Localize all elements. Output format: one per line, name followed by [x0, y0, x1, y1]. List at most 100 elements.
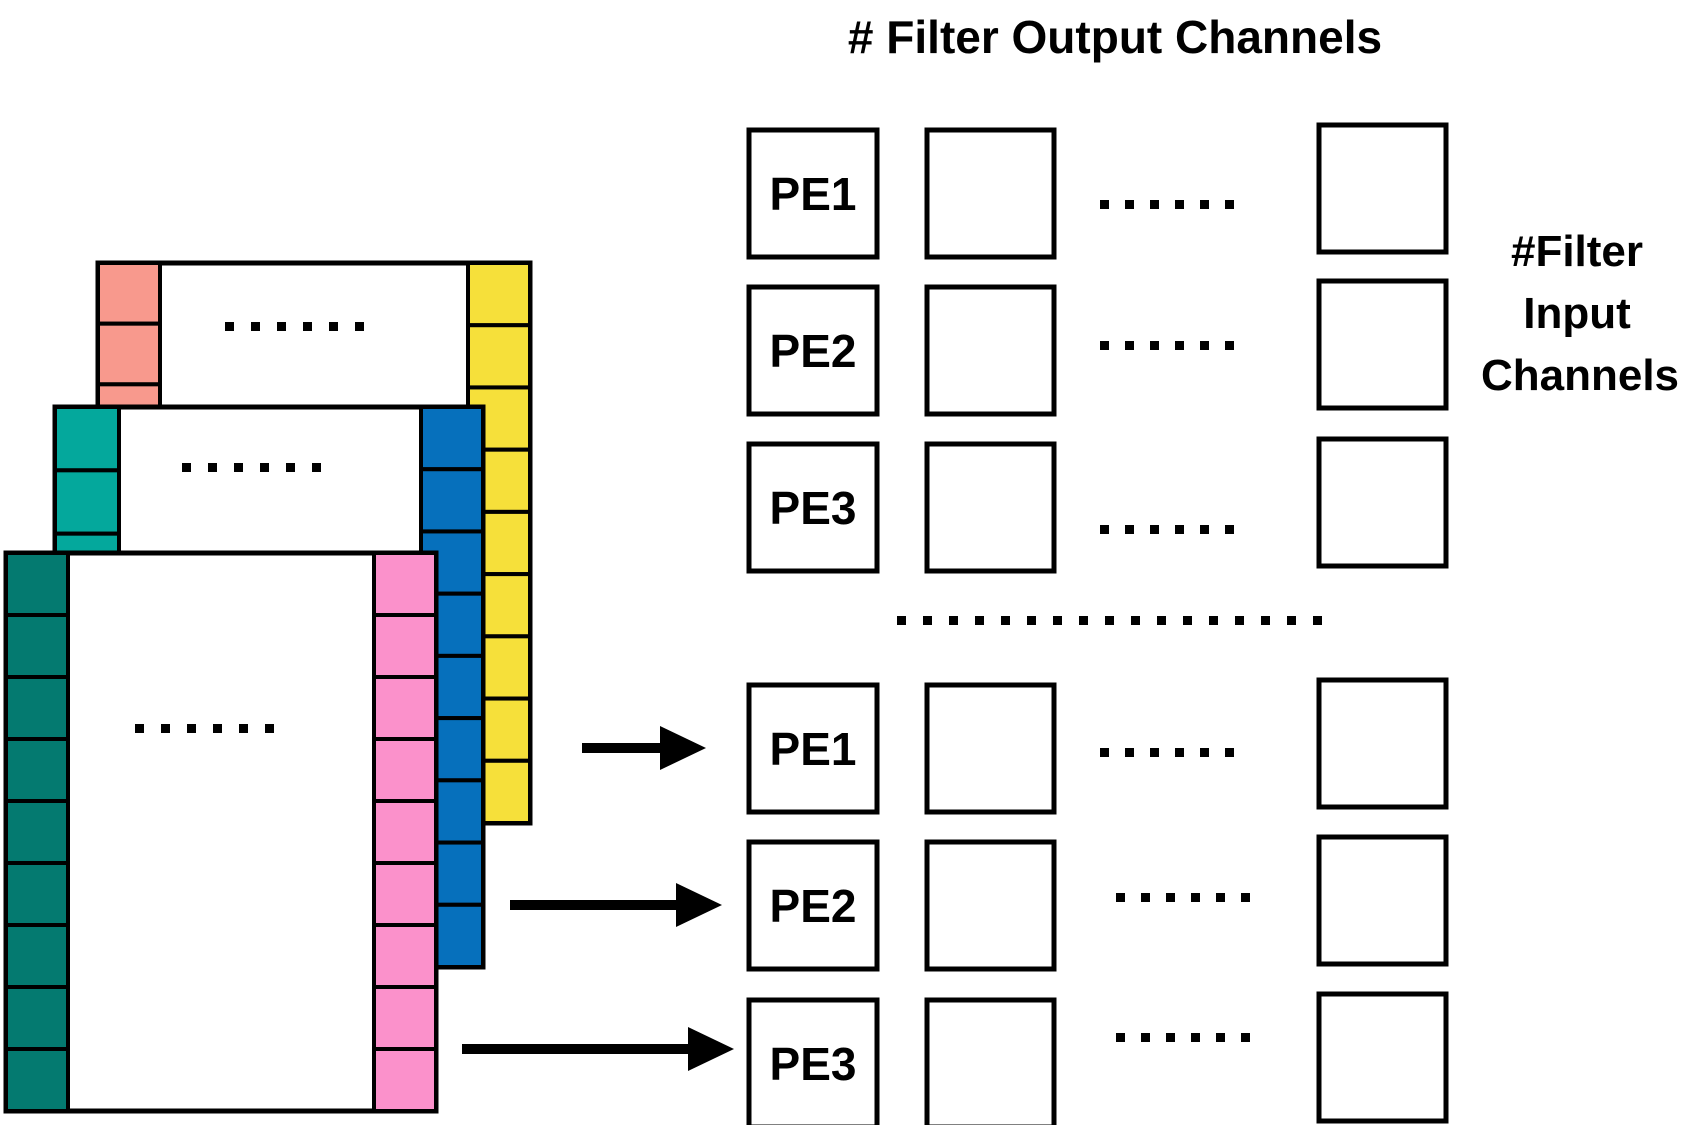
pe-box	[1316, 834, 1449, 967]
channel-cell	[4, 923, 70, 989]
pe-label: PE2	[770, 880, 857, 932]
channel-cell	[372, 613, 438, 679]
pe-box	[1316, 436, 1449, 569]
pe-box	[746, 284, 880, 417]
pe-label: PE2	[770, 325, 857, 377]
pe-box	[1316, 278, 1449, 411]
dot	[1216, 1033, 1225, 1042]
pe-box	[746, 997, 880, 1125]
dot	[1116, 1033, 1125, 1042]
channel-cell	[372, 675, 438, 741]
filter-layer-front	[3, 550, 439, 1114]
dot	[923, 616, 932, 625]
dot	[213, 724, 222, 733]
dot	[1125, 748, 1134, 757]
dot	[187, 724, 196, 733]
arrow-pe3	[462, 1027, 734, 1071]
pe-box	[1316, 122, 1449, 255]
dot	[1191, 1033, 1200, 1042]
dot	[135, 724, 144, 733]
channel-cell	[53, 405, 121, 473]
dot	[1235, 616, 1244, 625]
channel-cell	[4, 737, 70, 803]
dot	[1150, 200, 1159, 209]
channel-cell	[4, 551, 70, 617]
channel-cell	[372, 923, 438, 989]
dot	[312, 463, 321, 472]
channel-cell	[4, 613, 70, 679]
input-channels-title-line1: #Filter	[1511, 227, 1643, 276]
pe-box	[1316, 991, 1449, 1124]
input-channels-title-line3: Channels	[1481, 351, 1679, 400]
dot	[251, 322, 260, 331]
arrow-pe2	[510, 883, 722, 927]
pe-box	[924, 441, 1057, 574]
dot	[277, 322, 286, 331]
dot	[1053, 616, 1062, 625]
row-ellipsis	[1100, 341, 1234, 350]
pe-box	[924, 682, 1057, 815]
dot	[1150, 748, 1159, 757]
channel-cell	[4, 861, 70, 927]
dot	[1079, 616, 1088, 625]
pe-row: PE1	[746, 677, 1449, 815]
channel-cell	[466, 261, 532, 328]
dot	[1150, 525, 1159, 534]
dot	[1200, 525, 1209, 534]
dot	[1131, 616, 1140, 625]
pe-box	[746, 839, 880, 972]
dot	[1209, 616, 1218, 625]
pe-box	[746, 441, 880, 574]
pe-box	[924, 284, 1057, 417]
channel-cell	[372, 985, 438, 1051]
dot	[286, 463, 295, 472]
pe-label: PE1	[770, 723, 857, 775]
dot	[1200, 748, 1209, 757]
dot	[1261, 616, 1270, 625]
dot	[1150, 341, 1159, 350]
dot	[1287, 616, 1296, 625]
input-channels-title-line2: Input	[1523, 289, 1631, 338]
dot	[1141, 893, 1150, 902]
arrow-pe1	[582, 726, 706, 770]
dot	[1216, 893, 1225, 902]
pe-row: PE3	[746, 436, 1449, 574]
dot	[1225, 200, 1234, 209]
dot	[1175, 525, 1184, 534]
pe-row: PE2	[746, 834, 1449, 972]
row-ellipsis	[1100, 525, 1234, 534]
dot	[1116, 893, 1125, 902]
dot	[1166, 1033, 1175, 1042]
channel-cell	[96, 321, 162, 387]
group-separator-ellipsis	[897, 616, 1322, 625]
pe-row: PE3	[746, 991, 1449, 1125]
dot	[1313, 616, 1322, 625]
pink-column	[372, 551, 438, 1113]
pe-row: PE1	[746, 122, 1449, 260]
dark-teal-column	[4, 551, 70, 1113]
filter-stack	[3, 260, 533, 1114]
dot	[1225, 748, 1234, 757]
dot	[1175, 748, 1184, 757]
pe-box	[924, 997, 1057, 1125]
channel-cell	[4, 799, 70, 865]
dot	[949, 616, 958, 625]
channel-cell	[96, 261, 162, 326]
arrows	[462, 726, 734, 1071]
pe-box	[1316, 677, 1449, 810]
dot	[975, 616, 984, 625]
ellipsis-front	[135, 724, 274, 733]
dot	[1100, 341, 1109, 350]
dot	[161, 724, 170, 733]
pe-box	[746, 127, 880, 260]
pe-box	[746, 682, 880, 815]
pe-label: PE1	[770, 168, 857, 220]
row-ellipsis	[1100, 748, 1234, 757]
dot	[1175, 200, 1184, 209]
channel-cell	[419, 467, 485, 534]
dot	[234, 463, 243, 472]
pe-row: PE2	[746, 278, 1449, 417]
channel-cell	[372, 551, 438, 617]
dot	[260, 463, 269, 472]
